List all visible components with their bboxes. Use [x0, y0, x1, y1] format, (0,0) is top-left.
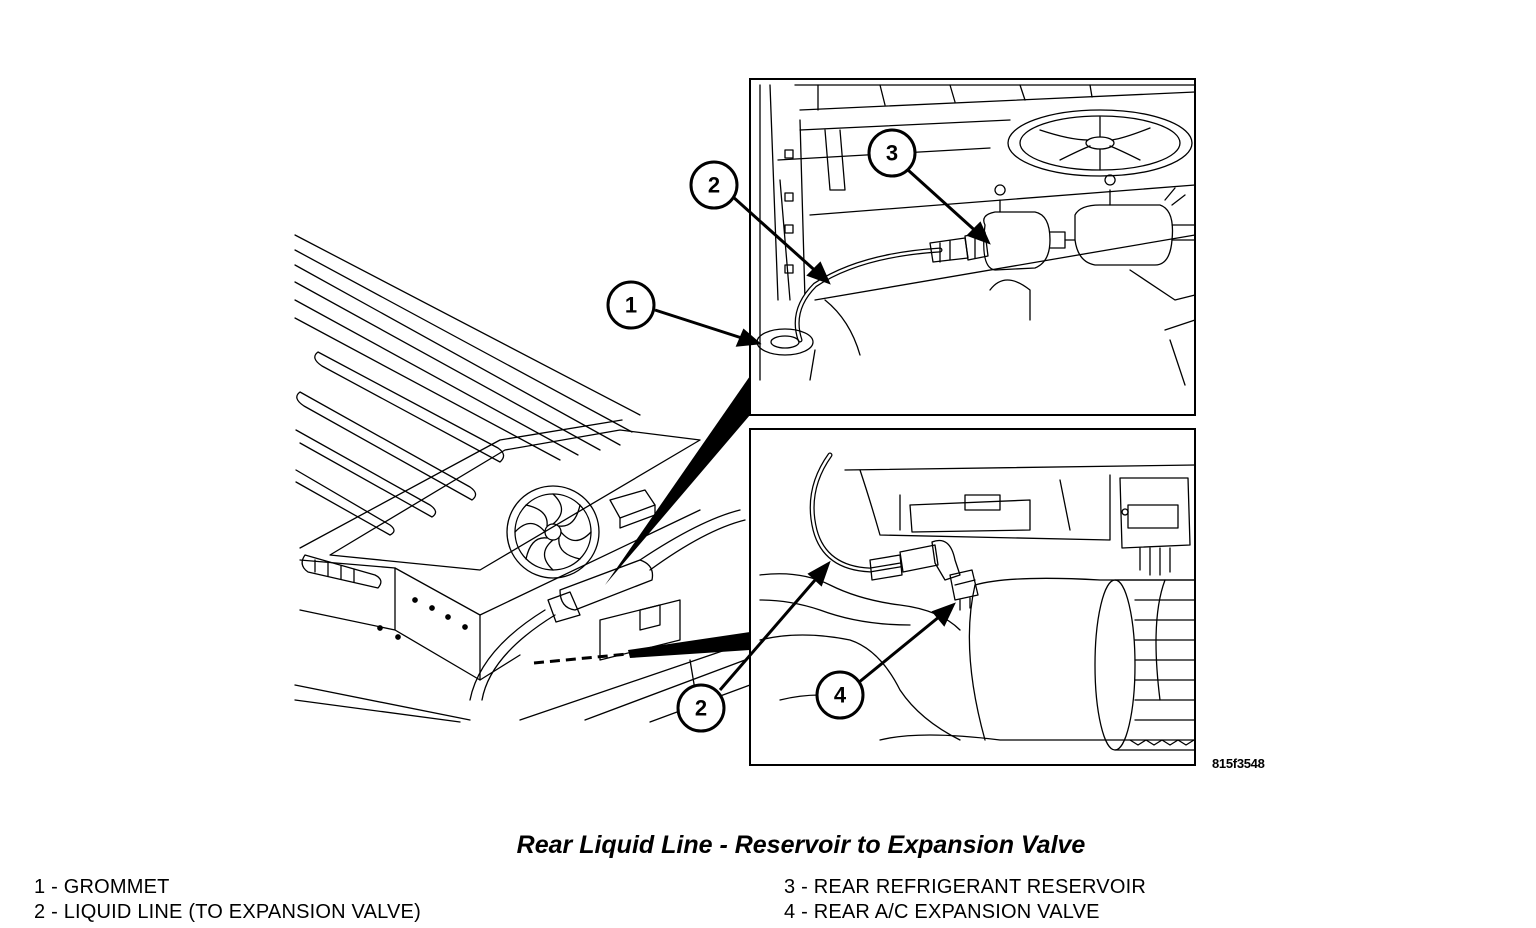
callout-1: 1 [606, 280, 656, 330]
zoom-wedge-bottom [628, 632, 750, 658]
callout-4-label: 4 [834, 683, 847, 708]
callout-4: 4 [815, 670, 865, 720]
callout-leaders [654, 168, 991, 691]
callout-2-bottom: 2 [676, 683, 726, 733]
top-inset-panel [749, 78, 1196, 416]
figure-id: 815f3548 [1212, 756, 1265, 771]
callout-2-bottom-label: 2 [695, 696, 707, 721]
callout-2-top-label: 2 [708, 173, 720, 198]
legend-item-grommet: 1 - GROMMET [34, 876, 170, 898]
callout-2-top: 2 [689, 160, 739, 210]
zoom-wedge-top [605, 376, 750, 585]
callout-3-label: 3 [886, 141, 898, 166]
zoom-dash-line [533, 652, 629, 665]
legend-item-liquid-line: 2 - LIQUID LINE (TO EXPANSION VALVE) [34, 901, 421, 923]
legend-item-reservoir: 3 - REAR REFRIGERANT RESERVOIR [784, 876, 1146, 898]
bottom-inset-panel [749, 428, 1196, 766]
figure-title: Rear Liquid Line - Reservoir to Expansio… [516, 831, 1086, 859]
callout-1-label: 1 [625, 293, 637, 318]
legend-item-expansion-valve: 4 - REAR A/C EXPANSION VALVE [784, 901, 1100, 923]
vehicle-overview-drawing [294, 234, 751, 723]
callout-3: 3 [867, 128, 917, 178]
